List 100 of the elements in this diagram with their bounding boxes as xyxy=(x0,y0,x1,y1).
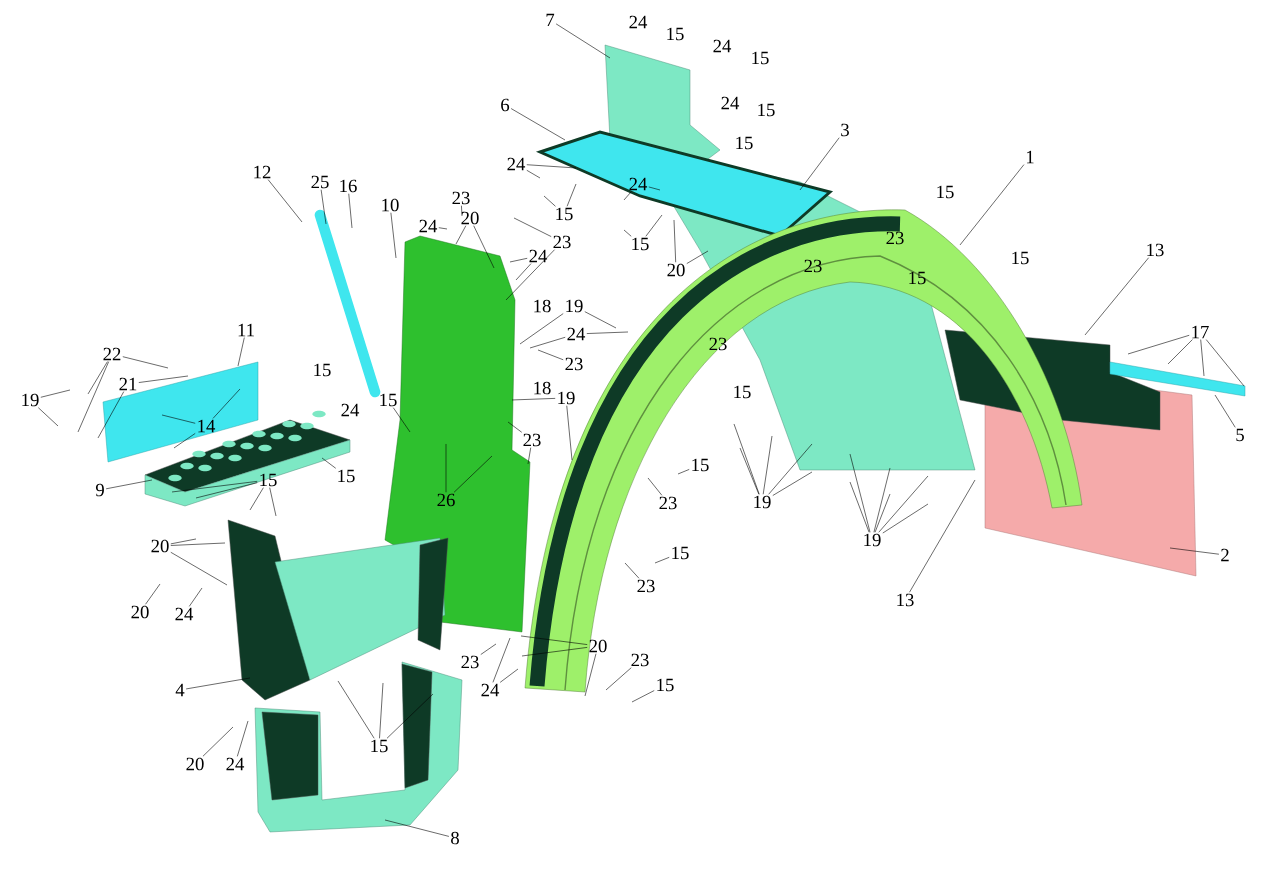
callout-number: 19 xyxy=(566,299,583,313)
callout-number: 15 xyxy=(692,458,709,472)
leader-line xyxy=(145,583,161,605)
leader-line xyxy=(97,391,125,439)
leader-line xyxy=(77,361,109,433)
callout-number: 14 xyxy=(198,419,216,433)
leader-line xyxy=(40,389,71,398)
leader-line xyxy=(185,677,251,690)
callout-number: 15 xyxy=(1012,251,1029,265)
leader-line xyxy=(762,435,773,495)
callout-number: 8 xyxy=(451,831,459,845)
leader-line xyxy=(390,212,397,259)
leader-line xyxy=(1214,394,1236,428)
callout-number: 24 xyxy=(341,403,360,417)
leader-line xyxy=(249,487,264,511)
callout-number: 15 xyxy=(909,271,926,285)
callout-number: 23 xyxy=(886,231,904,245)
callout-number: 15 xyxy=(371,739,388,753)
callout-number: 24 xyxy=(507,157,526,171)
callout-number: 23 xyxy=(523,433,541,447)
leader-line xyxy=(505,249,555,301)
leader-line xyxy=(171,481,258,493)
leader-line xyxy=(543,195,556,207)
leader-line xyxy=(237,337,245,367)
leader-line xyxy=(170,542,226,546)
callout-number: 25 xyxy=(311,175,329,189)
callout-number: 20 xyxy=(151,539,169,553)
leader-line xyxy=(624,562,640,579)
leader-line xyxy=(645,214,663,237)
callout-number: 20 xyxy=(461,211,479,225)
leader-line xyxy=(170,538,197,545)
callout-number: 1 xyxy=(1026,150,1034,164)
callout-number: 21 xyxy=(119,377,137,391)
callout-number: 23 xyxy=(452,191,470,205)
leader-line xyxy=(873,467,891,533)
leader-line xyxy=(480,643,497,655)
callout-number: 12 xyxy=(254,165,271,179)
callout-number: 5 xyxy=(1236,428,1244,442)
leader-line xyxy=(1169,547,1220,555)
callout-number: 19 xyxy=(864,533,881,547)
callout-number: 23 xyxy=(709,337,727,351)
leader-line xyxy=(445,443,447,493)
leader-line xyxy=(212,388,241,419)
callout-number: 23 xyxy=(461,655,479,669)
leader-line xyxy=(768,443,813,495)
callout-number: 2 xyxy=(1221,548,1229,562)
leader-line xyxy=(492,637,511,683)
callout-number: 19 xyxy=(22,393,39,407)
leader-line xyxy=(507,421,523,433)
callout-number: 13 xyxy=(1147,243,1164,257)
callout-number: 15 xyxy=(672,546,689,560)
callout-number: 4 xyxy=(175,683,185,697)
callout-number: 23 xyxy=(659,496,677,510)
leader-line xyxy=(677,469,690,475)
callout-number: 24 xyxy=(529,249,548,263)
leader-line xyxy=(537,349,564,361)
callout-number: 22 xyxy=(103,347,121,361)
leader-line xyxy=(586,331,629,334)
callout-number: 20 xyxy=(131,605,149,619)
leader-line xyxy=(510,108,566,141)
callout-number: 15 xyxy=(734,385,751,399)
leader-line xyxy=(631,690,655,703)
leader-line xyxy=(267,179,303,223)
leader-line xyxy=(173,433,196,449)
callout-number: 23 xyxy=(631,653,649,667)
callout-number: 19 xyxy=(558,391,575,405)
callout-number: 15 xyxy=(260,473,277,487)
callout-number: 16 xyxy=(340,179,357,193)
callout-number: 6 xyxy=(501,98,510,112)
leader-line xyxy=(509,258,528,263)
leader-line xyxy=(1084,257,1149,336)
leader-line xyxy=(348,193,353,229)
leader-line xyxy=(519,313,564,345)
callout-number: 15 xyxy=(657,678,674,692)
callout-number: 15 xyxy=(758,103,775,117)
callout-number: 3 xyxy=(841,123,849,137)
leader-line xyxy=(799,137,840,191)
leader-line xyxy=(520,635,588,645)
leader-line xyxy=(461,205,463,217)
callout-number: 11 xyxy=(238,323,254,337)
leader-line xyxy=(733,423,760,495)
leader-line xyxy=(526,164,577,169)
leader-line xyxy=(605,667,632,691)
callout-number: 23 xyxy=(804,259,822,273)
leader-line xyxy=(566,405,573,461)
callout-number: 15 xyxy=(632,237,649,251)
leader-line xyxy=(170,551,228,586)
callout-number: 15 xyxy=(380,393,397,407)
callout-number: 10 xyxy=(382,198,399,212)
leader-line xyxy=(654,557,670,564)
callout-number: 18 xyxy=(534,381,551,395)
callout-number: 20 xyxy=(589,639,607,653)
leader-line xyxy=(739,447,760,495)
leader-line xyxy=(337,680,375,739)
leader-line xyxy=(189,587,203,607)
leader-line xyxy=(138,375,189,383)
leader-line xyxy=(393,407,411,433)
callout-number: 23 xyxy=(637,579,655,593)
callout-number: 15 xyxy=(752,51,769,65)
callout-number: 18 xyxy=(534,299,551,313)
